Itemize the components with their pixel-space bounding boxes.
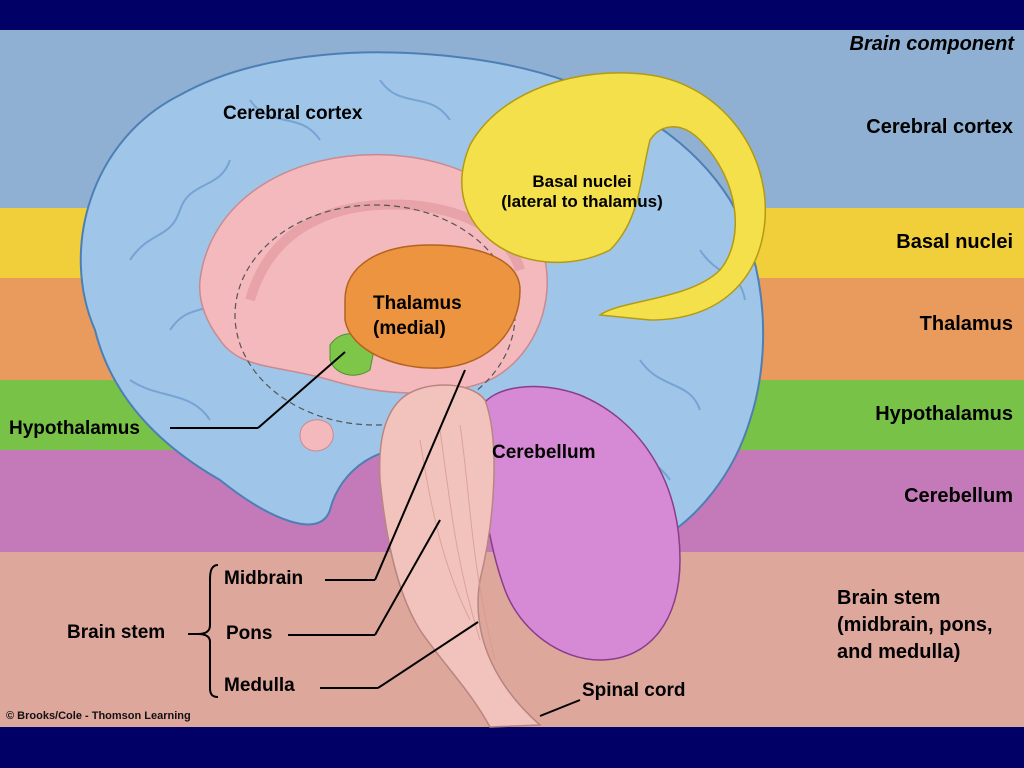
label-basal-nuclei: Basal nuclei (lateral to thalamus) [482, 172, 682, 212]
cortex-folds [129, 79, 746, 481]
legend-thalamus: Thalamus [919, 313, 1013, 335]
pons-leader-diag [374, 519, 441, 636]
label-hypothalamus: Hypothalamus [9, 418, 140, 439]
leader-lines [170, 351, 581, 717]
pituitary-shape [299, 419, 334, 452]
legend-cerebellum: Cerebellum [904, 485, 1013, 507]
legend-basal-nuclei: Basal nuclei [896, 231, 1013, 253]
legend-brain-stem-line1: Brain stem [837, 587, 941, 609]
top-frame-bar [0, 0, 1024, 30]
legend-brain-stem-line3: and medulla) [837, 641, 961, 663]
legend-brain-stem: Brain stem (midbrain, pons, and medulla) [837, 585, 993, 666]
label-brain-stem: Brain stem [67, 622, 166, 643]
midbrain-leader-diag [374, 369, 466, 581]
label-basal-nuclei-line1: Basal nuclei [532, 172, 632, 191]
bottom-frame-bar [0, 727, 1024, 768]
label-basal-nuclei-line2: (lateral to thalamus) [501, 192, 663, 211]
brainstem-shape [378, 384, 542, 728]
brain-stem-bracket [197, 564, 219, 698]
copyright-credit: © Brooks/Cole - Thomson Learning [6, 710, 191, 722]
legend-heading: Brain component [849, 33, 1014, 55]
basal-nuclei-shape [461, 72, 767, 321]
spinal-cord-leader [539, 699, 581, 717]
label-medulla: Medulla [224, 675, 295, 696]
brainstem-fibers [419, 424, 496, 661]
label-midbrain: Midbrain [224, 568, 304, 589]
thalamus-shape [344, 244, 521, 369]
medulla-leader-diag [377, 621, 479, 689]
label-cerebellum: Cerebellum [492, 442, 596, 463]
hypothalamus-leader-diag [257, 351, 346, 429]
label-cerebral-cortex: Cerebral cortex [223, 103, 363, 124]
label-thalamus: Thalamus (medial) [373, 291, 462, 341]
legend-cerebral-cortex: Cerebral cortex [866, 116, 1013, 138]
legend-brain-stem-line2: (midbrain, pons, [837, 614, 993, 636]
label-pons: Pons [226, 623, 273, 644]
legend-hypothalamus: Hypothalamus [875, 403, 1013, 425]
cerebellum-shape [478, 385, 681, 661]
label-spinal-cord: Spinal cord [582, 680, 686, 701]
label-thalamus-line2: (medial) [373, 318, 446, 339]
label-thalamus-line1: Thalamus [373, 293, 462, 314]
